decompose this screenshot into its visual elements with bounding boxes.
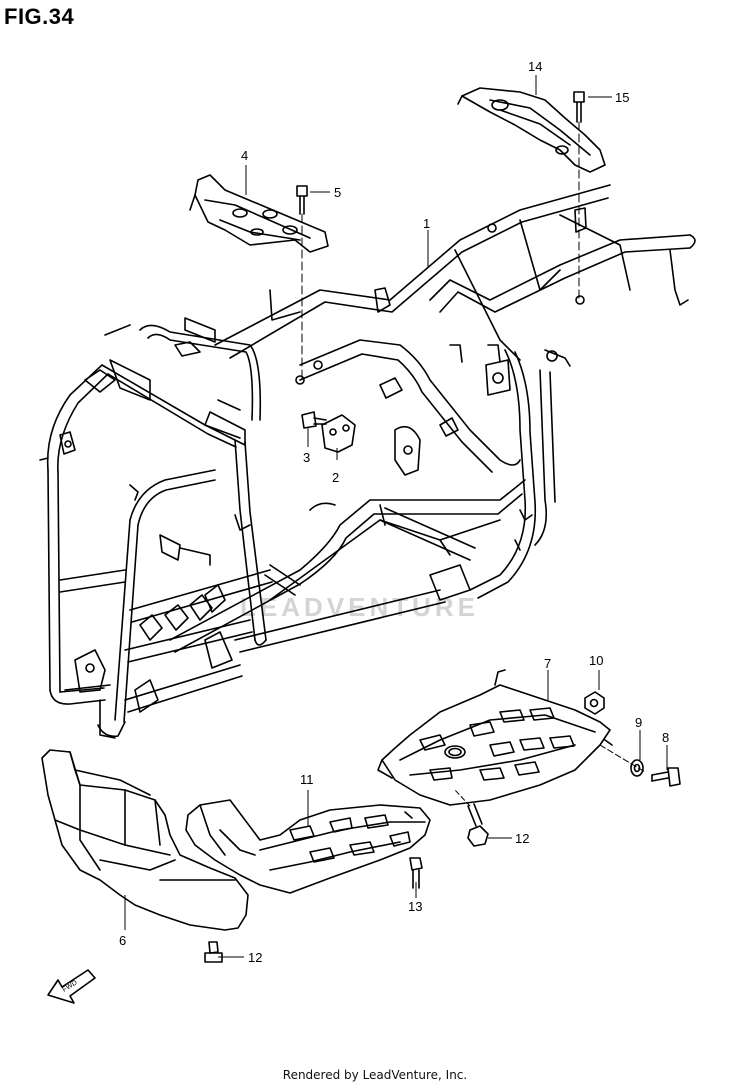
bolt-5 [296, 185, 308, 381]
bolt-8 [651, 767, 681, 787]
nut-10 [584, 691, 605, 715]
callout-15: 15 [615, 90, 629, 105]
callout-11: 11 [300, 772, 314, 787]
rear-bracket [457, 87, 606, 173]
callout-4: 4 [241, 148, 248, 163]
mount-plate [321, 414, 356, 453]
bolt-12-upper [454, 789, 489, 847]
callout-9: 9 [635, 715, 642, 730]
watermark: LEADVENTURE [240, 592, 480, 622]
bolt-12-lower [204, 941, 223, 963]
callout-12-upper: 12 [515, 831, 529, 846]
main-frame [39, 184, 696, 739]
assembly-line-8 [599, 744, 646, 773]
callout-8: 8 [662, 730, 669, 745]
callout-1: 1 [423, 216, 430, 231]
fwd-arrow-icon [47, 969, 96, 1004]
callout-7: 7 [544, 656, 551, 671]
mid-skid-plate [185, 799, 431, 894]
callout-10: 10 [589, 653, 603, 668]
callout-12-lower: 12 [248, 950, 262, 965]
footer-credit: Rendered by LeadVenture, Inc. [282, 1068, 468, 1082]
callout-3: 3 [303, 450, 310, 465]
callout-2: 2 [332, 470, 339, 485]
washer-9 [630, 759, 644, 777]
bolt-15 [573, 91, 585, 301]
front-guard [41, 749, 249, 931]
bolt-13 [409, 857, 423, 889]
callout-5: 5 [334, 185, 341, 200]
callout-13: 13 [408, 899, 422, 914]
callout-6: 6 [119, 933, 126, 948]
rear-skid-plate [377, 669, 613, 806]
figure-title: FIG.34 [4, 4, 75, 29]
callout-14: 14 [528, 59, 542, 74]
bolt-3 [301, 411, 327, 429]
